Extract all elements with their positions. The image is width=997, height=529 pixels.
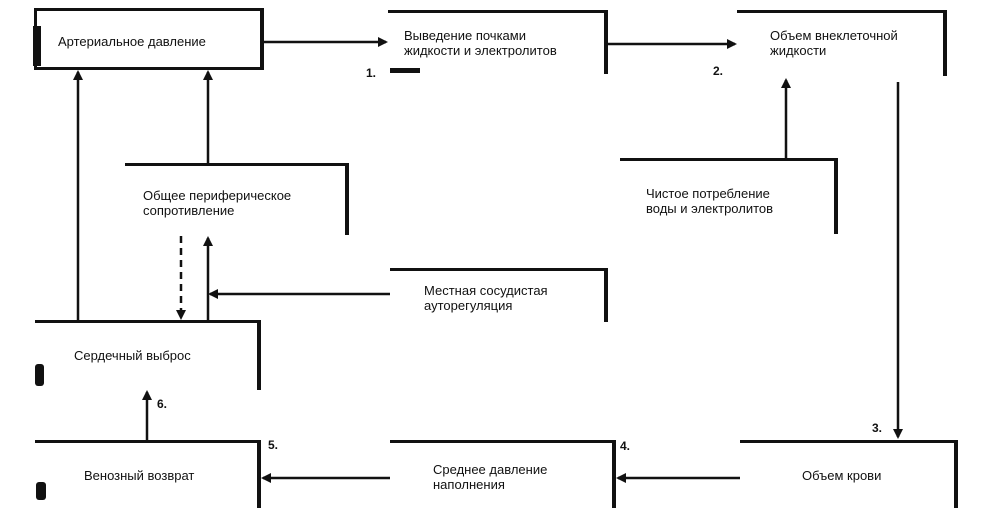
- label-line: Общее периферическое: [143, 188, 292, 203]
- node-mean-filling-pressure: [390, 440, 616, 508]
- label-blood-volume: Объем крови: [802, 468, 882, 483]
- label-peripheral-resistance: Общее периферическое сопротивление: [143, 188, 291, 218]
- node-renal-excretion: [388, 10, 608, 74]
- label-line: Выведение почками: [404, 28, 526, 43]
- ink-mark: [36, 482, 46, 500]
- node-blood-volume: [740, 440, 958, 508]
- label-line: Чистое потребление: [646, 186, 770, 201]
- label-venous-return: Венозный возврат: [84, 468, 195, 483]
- ink-mark: [35, 364, 44, 386]
- label-line: сопротивление: [143, 203, 235, 218]
- node-local-autoregulation: [390, 268, 608, 322]
- label-line: Объем внеклеточной: [770, 28, 898, 43]
- step-number-2: 2.: [713, 64, 724, 78]
- label-line: жидкости и электролитов: [404, 43, 557, 58]
- label-net-intake: Чистое потребление воды и электролитов: [646, 186, 773, 216]
- label-line: Местная сосудистая: [424, 283, 548, 298]
- label-line: жидкости: [770, 43, 827, 58]
- label-cardiac-output: Сердечный выброс: [74, 348, 191, 363]
- label-local-autoregulation: Местная сосудистая ауторегуляция: [424, 283, 548, 313]
- step-number-1: 1.: [366, 66, 377, 80]
- label-line: воды и электролитов: [646, 201, 774, 216]
- label-line: Среднее давление: [433, 462, 548, 477]
- step-number-4: 4.: [620, 439, 631, 453]
- node-extracellular-volume: [737, 10, 947, 76]
- step-number-3: 3.: [872, 421, 883, 435]
- node-cardiac-output: [35, 320, 261, 390]
- node-venous-return: [35, 440, 261, 508]
- node-net-intake: [620, 158, 838, 234]
- label-line: ауторегуляция: [424, 298, 513, 313]
- step-number-6: 6.: [157, 397, 168, 411]
- node-peripheral-resistance: [125, 163, 349, 235]
- label-mean-filling-pressure: Среднее давление наполнения: [433, 462, 547, 492]
- label-arterial-pressure: Артериальное давление: [58, 34, 206, 49]
- label-line: наполнения: [433, 477, 505, 492]
- ink-mark: [390, 68, 420, 73]
- label-renal-excretion: Выведение почками жидкости и электролито…: [404, 28, 557, 58]
- label-extracellular-volume: Объем внеклеточной жидкости: [770, 28, 898, 58]
- ink-mark: [33, 26, 41, 66]
- step-number-5: 5.: [268, 438, 279, 452]
